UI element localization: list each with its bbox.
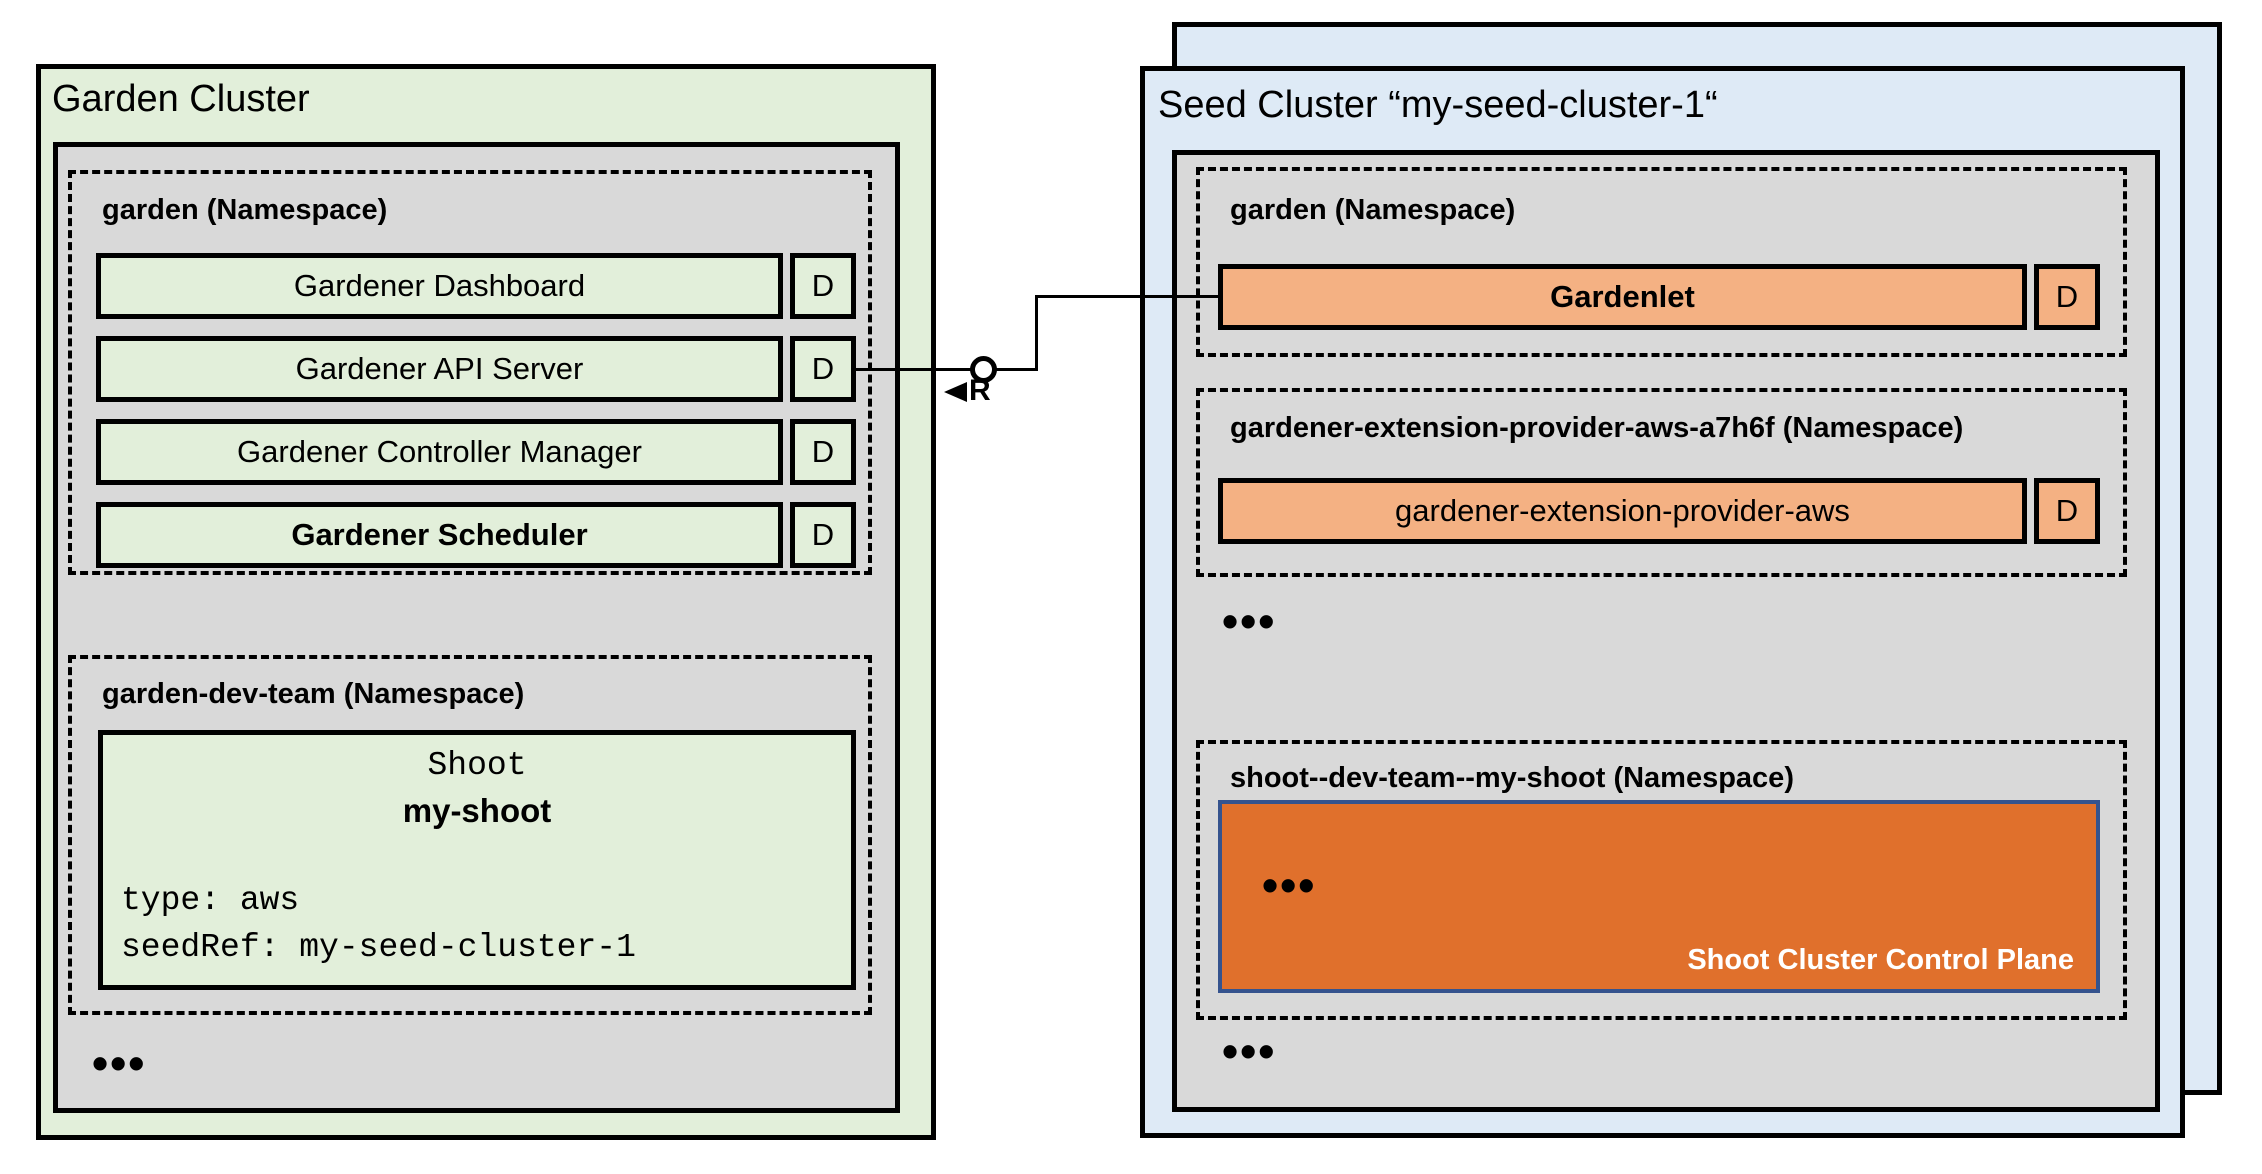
component-label: Gardener Controller Manager [96, 419, 783, 485]
component-label: gardener-extension-provider-aws [1218, 478, 2027, 544]
deployment-badge: D [2034, 478, 2100, 544]
seed-garden-namespace-box [1196, 167, 2127, 357]
garden-namespace-title: garden (Namespace) [102, 194, 388, 226]
garden-namespace-box [68, 170, 872, 575]
shoot-kind: Shoot [427, 747, 527, 784]
component-row-gardener-dashboard: Gardener Dashboard D [96, 253, 856, 319]
seed-cluster-title: Seed Cluster “my-seed-cluster-1“ [1158, 84, 1718, 126]
shoot-control-plane-box: ••• Shoot Cluster Control Plane [1218, 800, 2100, 993]
control-plane-ellipsis: ••• [1262, 859, 1317, 911]
control-plane-label: Shoot Cluster Control Plane [1687, 944, 2074, 976]
deployment-badge: D [2034, 264, 2100, 330]
connector-line-horizontal-lower [856, 368, 1037, 371]
component-label: Gardenlet [1218, 264, 2027, 330]
seed-garden-namespace-title: garden (Namespace) [1230, 194, 1516, 226]
deployment-badge: D [790, 253, 856, 319]
connector-line-horizontal-upper [1035, 295, 1218, 298]
reconcile-label: R [969, 374, 991, 407]
deployment-badge: D [790, 419, 856, 485]
shoot-name: my-shoot [402, 792, 552, 829]
garden-cluster-title: Garden Cluster [52, 78, 310, 120]
reconcile-arrow-icon [944, 382, 967, 402]
extension-namespace-title: gardener-extension-provider-aws-a7h6f (N… [1230, 412, 1964, 444]
shoot-resource-card: Shoot my-shoot type: aws seedRef: my-see… [98, 730, 856, 990]
component-label: Gardener API Server [96, 336, 783, 402]
shoot-spec-seedref: seedRef: my-seed-cluster-1 [121, 929, 636, 966]
component-row-gardenlet: Gardenlet D [1218, 264, 2100, 330]
component-row-gardener-scheduler: Gardener Scheduler D [96, 502, 856, 568]
shoot-namespace-box [1196, 740, 2127, 1020]
component-label: Gardener Scheduler [96, 502, 783, 568]
connector-line-vertical [1035, 295, 1038, 371]
deployment-badge: D [790, 336, 856, 402]
seed-cluster-ellipsis-bottom: ••• [1222, 1025, 1277, 1077]
extension-namespace-box [1196, 388, 2127, 577]
garden-cluster-ellipsis: ••• [92, 1037, 147, 1089]
connector-socket-icon [970, 356, 997, 383]
seed-cluster-ellipsis-top: ••• [1222, 595, 1277, 647]
component-row-extension-provider-aws: gardener-extension-provider-aws D [1218, 478, 2100, 544]
component-row-gardener-api-server: Gardener API Server D [96, 336, 856, 402]
component-row-gardener-controller-manager: Gardener Controller Manager D [96, 419, 856, 485]
garden-dev-team-namespace-title: garden-dev-team (Namespace) [102, 678, 525, 710]
shoot-spec-type: type: aws [121, 882, 300, 919]
component-label: Gardener Dashboard [96, 253, 783, 319]
deployment-badge: D [790, 502, 856, 568]
shoot-namespace-title: shoot--dev-team--my-shoot (Namespace) [1230, 762, 1794, 794]
garden-dev-team-namespace-box [68, 655, 872, 1015]
